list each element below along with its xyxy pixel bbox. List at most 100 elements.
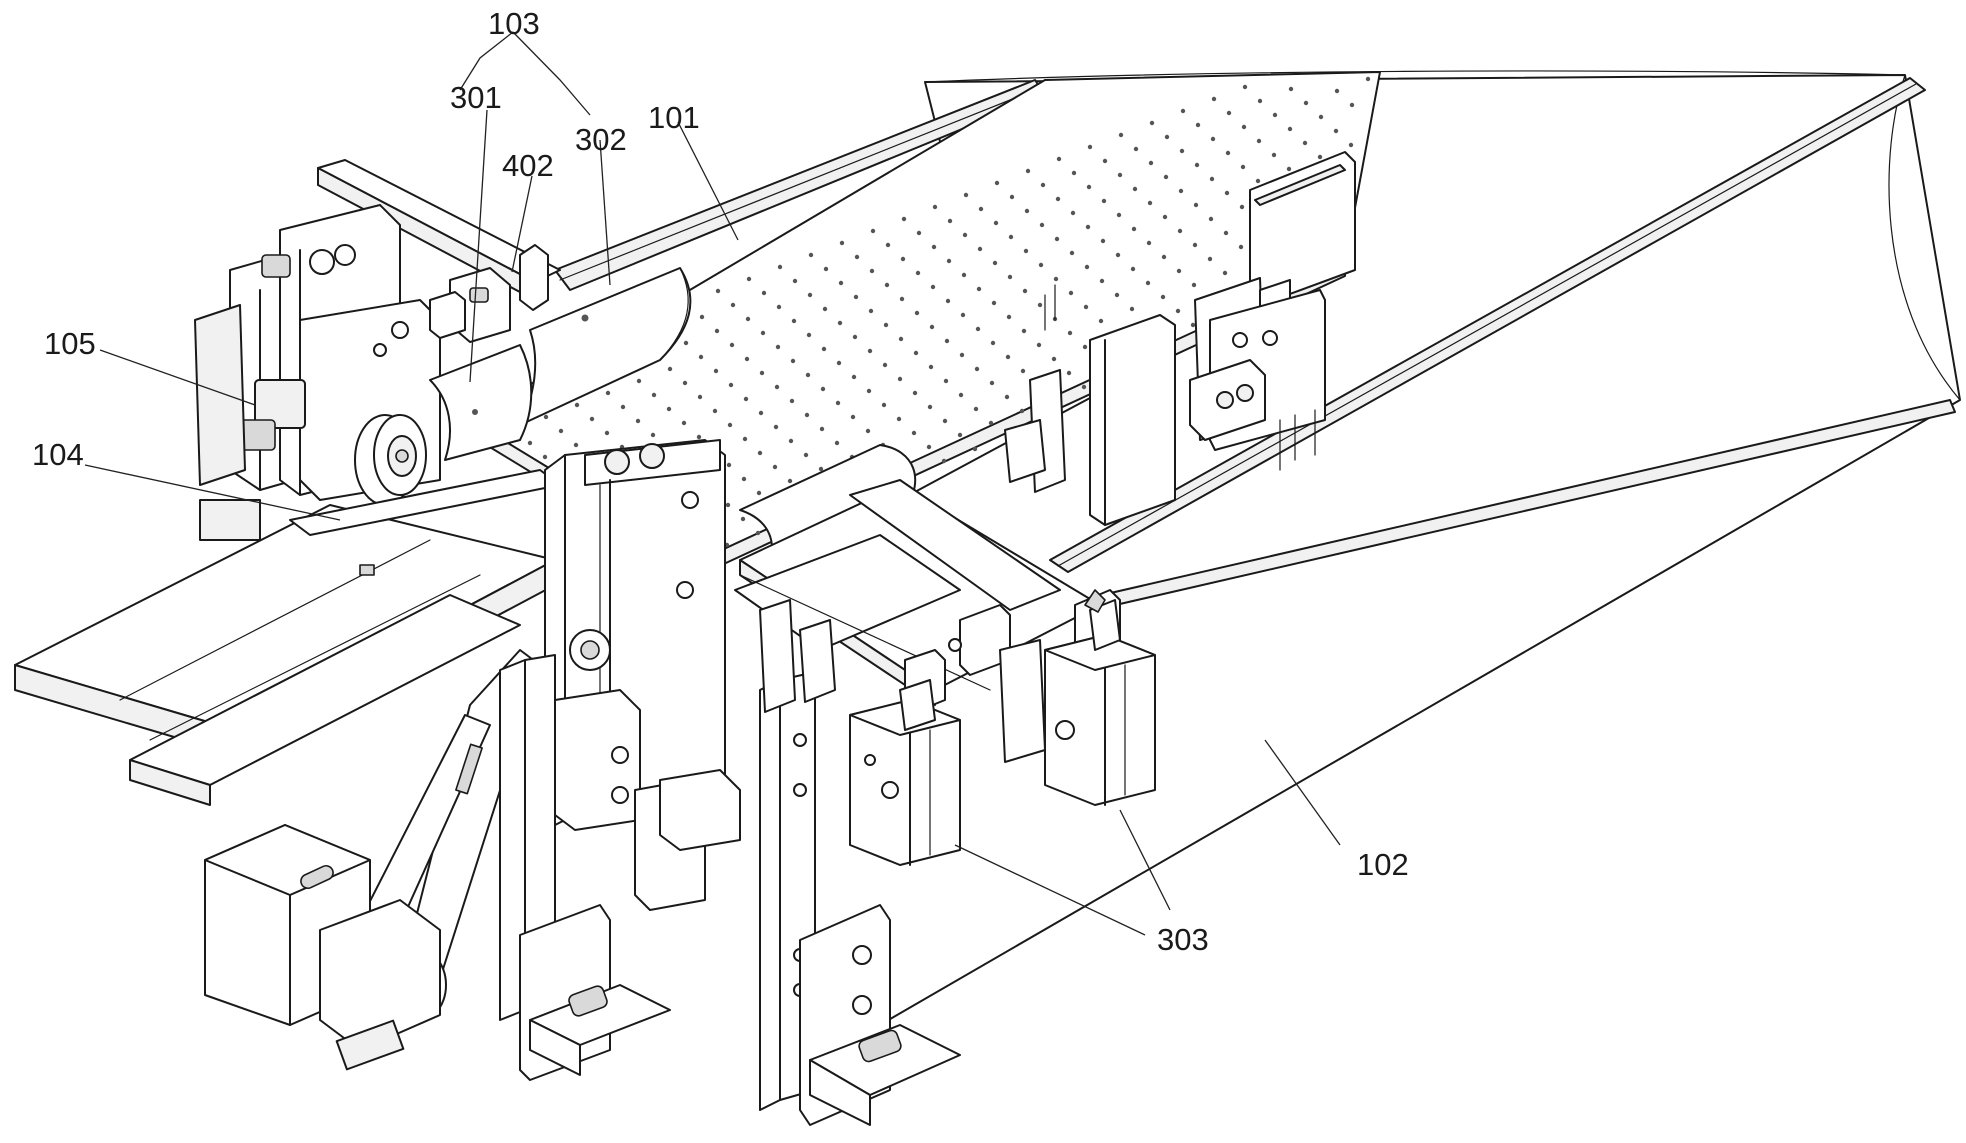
table-hole [929, 324, 935, 330]
table-hole [834, 440, 840, 446]
table-hole [1238, 244, 1244, 250]
table-hole [839, 240, 845, 246]
table-hole [822, 306, 828, 312]
table-hole [574, 402, 580, 408]
curved-guide-plate [429, 267, 692, 461]
table-hole [1053, 276, 1059, 282]
ref-101: 101 [648, 100, 700, 135]
table-hole [1102, 158, 1108, 164]
table-hole [1224, 190, 1230, 196]
table-hole [1022, 288, 1028, 294]
table-hole [869, 268, 875, 274]
table-hole [1318, 114, 1324, 120]
table-hole [963, 192, 969, 198]
table-hole [913, 350, 919, 356]
table-hole [1176, 268, 1182, 274]
table-hole [1162, 214, 1168, 220]
table-hole [994, 180, 1000, 186]
table-hole [959, 352, 965, 358]
table-hole [604, 430, 610, 436]
table-hole [977, 246, 983, 252]
table-hole [1055, 196, 1061, 202]
table-hole [1288, 86, 1294, 92]
table-hole [773, 424, 779, 430]
table-hole [1257, 98, 1263, 104]
table-hole [1222, 270, 1228, 276]
table-hole [745, 316, 751, 322]
table-hole [1163, 174, 1169, 180]
table-hole [988, 420, 994, 426]
table-hole [1100, 238, 1106, 244]
table-hole [1365, 76, 1371, 82]
table-hole [1020, 368, 1026, 374]
table-hole [746, 276, 752, 282]
table-hole [788, 438, 794, 444]
reference-numerals: 103 301 302 101 402 105 104 102 303 [32, 6, 1409, 957]
table-hole [897, 376, 903, 382]
table-hole [1211, 96, 1217, 102]
table-hole [1349, 102, 1355, 108]
central-linear-module [544, 439, 726, 831]
table-hole [960, 312, 966, 318]
table-hole [1242, 84, 1248, 90]
table-hole [930, 284, 936, 290]
table-hole [804, 412, 810, 418]
table-hole [1039, 222, 1045, 228]
table-hole [1146, 240, 1152, 246]
table-hole [792, 278, 798, 284]
table-hole [776, 304, 782, 310]
table-hole [744, 356, 750, 362]
table-hole [683, 340, 689, 346]
table-hole [1019, 408, 1025, 414]
table-hole [741, 476, 747, 482]
table-hole [896, 416, 902, 422]
table-hole [1333, 128, 1339, 134]
table-hole [761, 290, 767, 296]
table-hole [992, 260, 998, 266]
table-hole [974, 366, 980, 372]
table-hole [699, 314, 705, 320]
l-bracket-left [519, 904, 671, 1081]
pushing-mechanism [734, 444, 1121, 713]
table-hole [1194, 162, 1200, 168]
table-hole [881, 402, 887, 408]
table-hole [989, 380, 995, 386]
table-hole [1025, 168, 1031, 174]
table-hole [527, 440, 533, 446]
table-hole [696, 434, 702, 440]
table-hole [682, 380, 688, 386]
table-hole [837, 320, 843, 326]
table-hole [777, 264, 783, 270]
table-hole [916, 230, 922, 236]
table-hole [635, 418, 641, 424]
table-hole [1272, 112, 1278, 118]
table-hole [1209, 176, 1215, 182]
table-hole [1067, 330, 1073, 336]
table-hole [1317, 154, 1323, 160]
table-hole [961, 272, 967, 278]
table-hole [1191, 282, 1197, 288]
table-hole [1130, 266, 1136, 272]
table-hole [1069, 250, 1075, 256]
table-hole [715, 288, 721, 294]
table-hole [742, 436, 748, 442]
table-hole [698, 354, 704, 360]
ref-104: 104 [32, 437, 84, 472]
table-hole [991, 300, 997, 306]
table-hole [760, 330, 766, 336]
table-hole [1302, 140, 1308, 146]
table-hole [1085, 224, 1091, 230]
drive-motor [204, 824, 441, 1071]
table-hole [926, 444, 932, 450]
table-hole [1068, 290, 1074, 296]
support-posts [499, 654, 816, 1111]
table-hole [883, 322, 889, 328]
table-hole [1054, 236, 1060, 242]
table-hole [558, 428, 564, 434]
table-hole [820, 386, 826, 392]
table-hole [836, 360, 842, 366]
table-hole [1114, 292, 1120, 298]
table-hole [1040, 182, 1046, 188]
table-hole [757, 450, 763, 456]
table-hole [835, 400, 841, 406]
